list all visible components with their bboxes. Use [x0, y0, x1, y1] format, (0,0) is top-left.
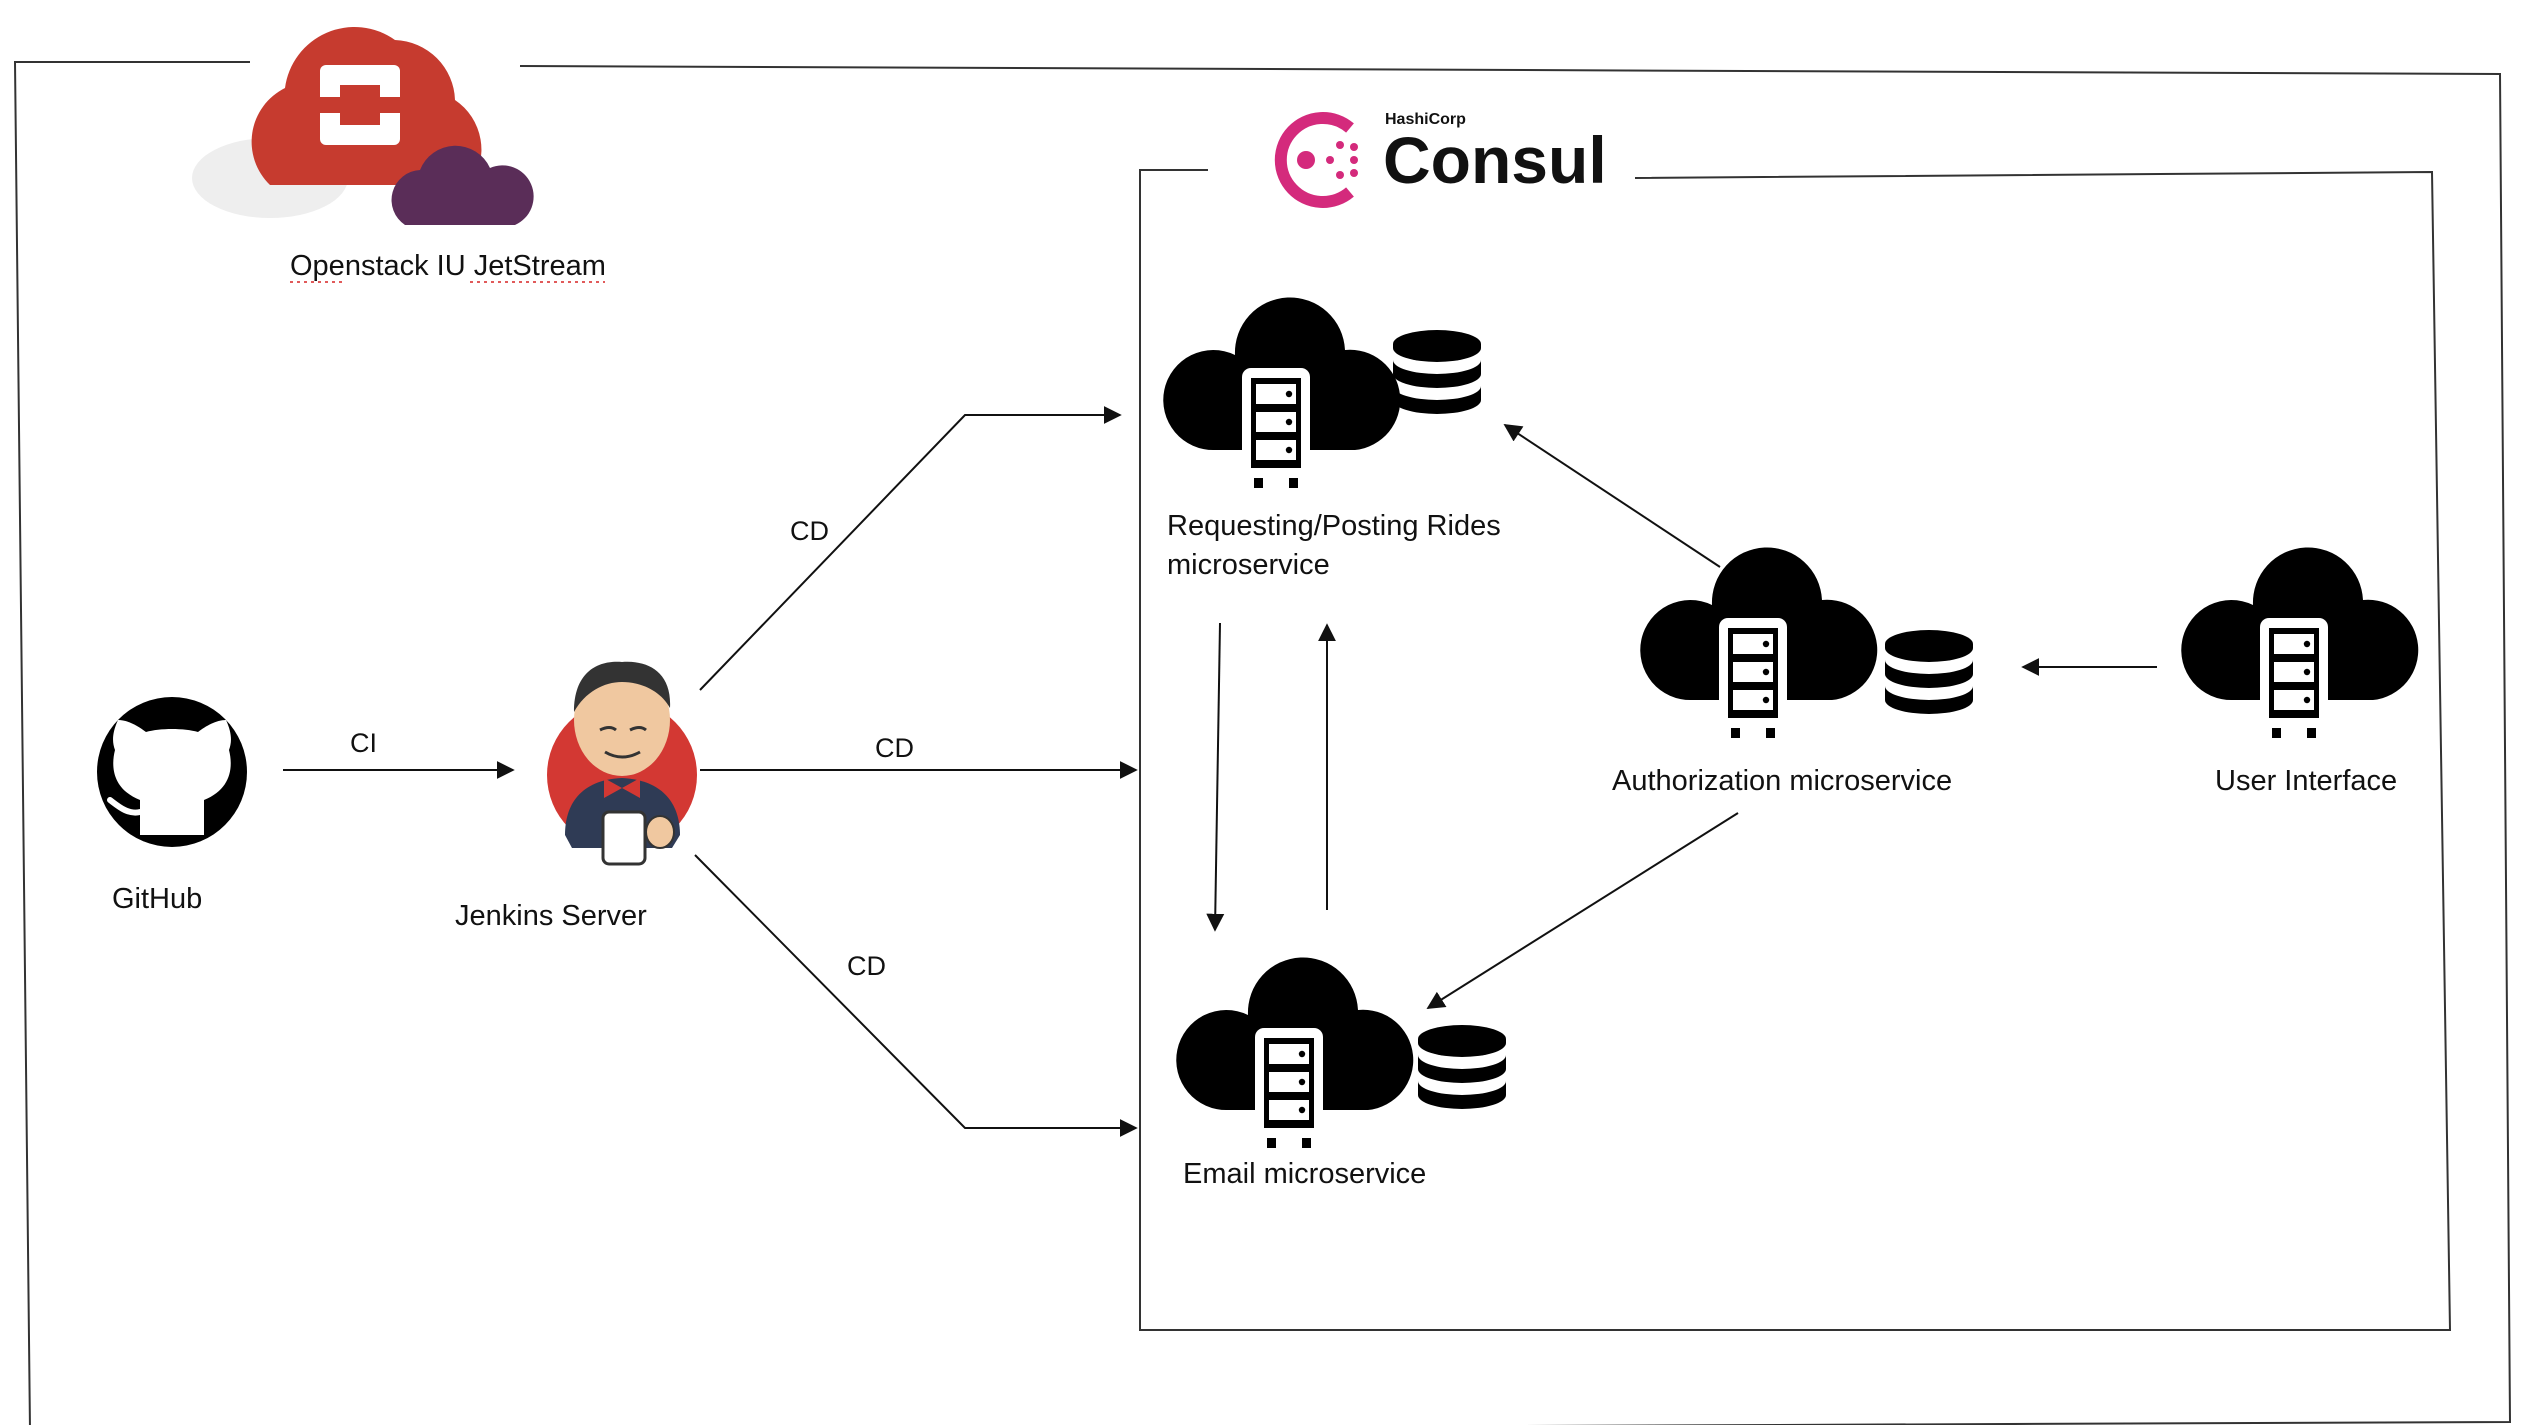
cd-label-top: CD: [790, 516, 829, 546]
rides-cloud-server-icon: [1163, 297, 1401, 488]
openstack-cloud-icon: [192, 27, 534, 225]
github-icon: [97, 697, 247, 847]
auth-database-icon: [1885, 630, 1973, 714]
email-label: Email microservice: [1183, 1158, 1426, 1190]
cd-arrow-top: [699, 406, 1122, 691]
auth-to-rides-arrow: [1503, 424, 1721, 568]
email-cloud-server-icon: [1176, 957, 1414, 1148]
auth-to-email-arrow: [1426, 812, 1739, 1009]
auth-cloud-server-icon: [1640, 547, 1878, 738]
consul-brand-name: Consul: [1383, 123, 1607, 197]
cd-label-middle: CD: [875, 733, 914, 763]
cd-arrow-bottom: [694, 854, 1138, 1137]
rides-to-email-arrow: [1206, 622, 1225, 932]
ui-label: User Interface: [2215, 765, 2397, 797]
github-label: GitHub: [112, 883, 202, 915]
jenkins-label: Jenkins Server: [455, 900, 647, 932]
cd-label-bottom: CD: [847, 951, 886, 981]
ci-label: CI: [350, 728, 377, 758]
rides-database-icon: [1393, 330, 1481, 414]
openstack-boundary: [13, 61, 2512, 1425]
ui-cloud-server-icon: [2181, 547, 2419, 738]
consul-boundary: [1139, 169, 2452, 1331]
email-database-icon: [1418, 1025, 1506, 1109]
auth-label: Authorization microservice: [1612, 765, 1952, 797]
rides-label-line2: microservice: [1167, 549, 1330, 581]
openstack-label: Openstack IU JetStream: [290, 250, 606, 282]
jenkins-icon: [547, 661, 697, 866]
rides-label-line1: Requesting/Posting Rides: [1167, 510, 1501, 542]
consul-logo-icon: [1274, 112, 1358, 208]
consul-brand-small: HashiCorp: [1385, 111, 1466, 128]
